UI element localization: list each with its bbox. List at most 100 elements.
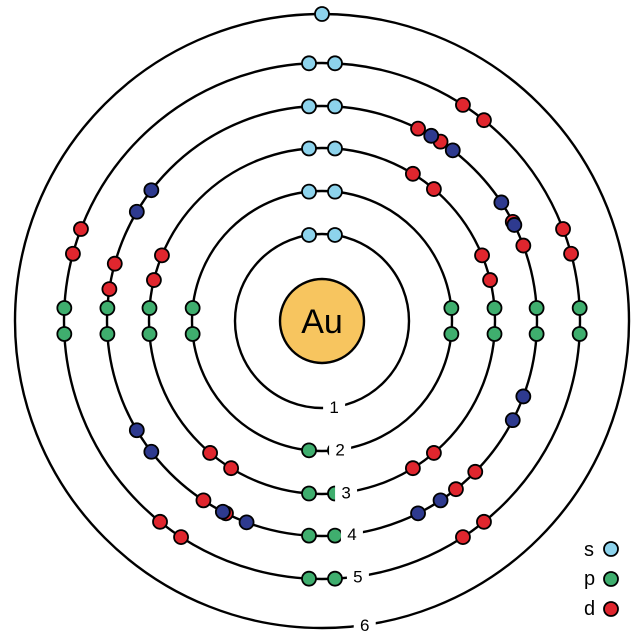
electron-d-shell-4 [467, 463, 484, 480]
electron-d-shell-4 [448, 481, 464, 498]
electron-d-shell-3 [426, 445, 442, 461]
electron-s-shell-2 [327, 183, 343, 200]
nucleus-symbol: Au [301, 303, 343, 341]
electrons [56, 6, 588, 587]
legend-label-s: s [584, 539, 594, 561]
electron-d-shell-3 [146, 272, 162, 288]
electron-f-shell-4 [493, 194, 510, 211]
electron-d-shell-5 [73, 221, 89, 237]
electron-d-shell-3 [404, 165, 421, 182]
electron-s-shell-1 [327, 227, 343, 243]
electron-d-shell-5 [152, 513, 168, 530]
electron-f-shell-4 [506, 217, 523, 233]
electron-d-shell-3 [202, 445, 218, 461]
electron-d-shell-3 [404, 460, 421, 477]
orbit-shell-4 [105, 104, 539, 538]
electron-d-shell-5 [65, 245, 81, 262]
electron-d-shell-4 [515, 237, 532, 254]
electron-s-shell-2 [301, 183, 317, 200]
legend-item-s: s [584, 539, 619, 561]
electron-s-shell-5 [327, 55, 343, 72]
electron-p-shell-3 [141, 326, 158, 342]
electron-d-shell-5 [563, 245, 579, 262]
legend-swatch-d [603, 601, 619, 617]
electron-d-shell-3 [426, 181, 442, 197]
electron-d-shell-5 [476, 112, 492, 129]
orbit-shell-3 [147, 146, 497, 496]
shell-label-4: 4 [347, 525, 356, 544]
electron-d-shell-3 [482, 272, 498, 288]
electron-f-shell-4 [504, 412, 521, 429]
electron-f-shell-4 [515, 388, 532, 405]
electron-p-shell-4 [99, 300, 116, 316]
electron-d-shell-5 [173, 529, 189, 545]
nucleus: Au [278, 277, 366, 365]
electron-f-shell-4 [410, 505, 426, 522]
electron-p-shell-4 [301, 527, 317, 544]
electron-f-shell-4 [238, 514, 255, 531]
electron-p-shell-5 [301, 570, 317, 587]
electron-s-shell-3 [301, 140, 317, 157]
shell-label-gap [335, 480, 358, 503]
electron-d-shell-3 [474, 247, 490, 264]
electron-d-shell-4 [410, 120, 426, 137]
electron-p-shell-5 [56, 300, 73, 316]
electron-p-shell-3 [486, 300, 503, 316]
electron-f-shell-4 [214, 503, 231, 520]
electron-d-shell-5 [476, 513, 492, 530]
electron-f-shell-4 [444, 142, 461, 159]
legend-item-p: p [584, 568, 619, 590]
legend-swatch-s [603, 541, 619, 557]
electron-p-shell-3 [141, 300, 158, 316]
shell-label-gap [329, 437, 352, 460]
electron-p-shell-5 [571, 326, 588, 342]
electron-d-shell-3 [154, 247, 170, 264]
electron-p-shell-2 [443, 326, 460, 342]
electron-f-shell-4 [143, 182, 160, 199]
electron-p-shell-3 [486, 326, 503, 342]
electron-p-shell-4 [99, 326, 116, 342]
legend-label-p: p [584, 568, 595, 590]
shell-label-3: 3 [341, 483, 350, 502]
electron-s-shell-4 [327, 98, 343, 115]
orbits [13, 12, 631, 630]
shell-label-gap [340, 521, 363, 544]
electron-d-shell-5 [455, 529, 471, 545]
electron-p-shell-5 [327, 570, 343, 587]
electron-p-shell-2 [184, 300, 201, 316]
electron-d-shell-4 [101, 281, 118, 297]
electron-f-shell-4 [423, 127, 440, 144]
orbit-shell-1 [233, 232, 411, 410]
shell-label-1: 1 [329, 398, 338, 417]
shell-label-gap [323, 395, 346, 418]
electron-p-shell-4 [528, 326, 545, 342]
electron-p-shell-5 [56, 326, 73, 342]
electron-f-shell-4 [432, 492, 449, 509]
shell-label-2: 2 [335, 441, 344, 460]
electron-p-shell-5 [571, 300, 588, 316]
electron-d-shell-3 [223, 460, 240, 477]
electron-p-shell-2 [443, 300, 460, 316]
legend-label-d: d [584, 598, 595, 620]
electron-d-shell-4 [195, 492, 212, 509]
electron-d-shell-4 [106, 255, 123, 272]
electron-s-shell-5 [301, 55, 317, 72]
legend-item-d: d [584, 598, 619, 620]
electron-d-shell-5 [555, 221, 571, 237]
legend: s p d [584, 539, 619, 620]
nucleus-circle [278, 277, 366, 365]
shell-label-gap [346, 564, 369, 587]
electron-p-shell-4 [327, 527, 343, 544]
shell-label-5: 5 [353, 567, 362, 586]
electron-f-shell-4 [128, 203, 145, 220]
orbit-shell-2 [190, 189, 454, 453]
electron-s-shell-3 [327, 140, 343, 157]
electron-s-shell-4 [301, 98, 317, 115]
electron-p-shell-3 [301, 485, 317, 502]
shell-label-gap [353, 613, 376, 636]
electron-d-shell-5 [455, 97, 471, 113]
orbit-shell-5 [62, 61, 582, 581]
electron-s-shell-6 [314, 6, 330, 22]
